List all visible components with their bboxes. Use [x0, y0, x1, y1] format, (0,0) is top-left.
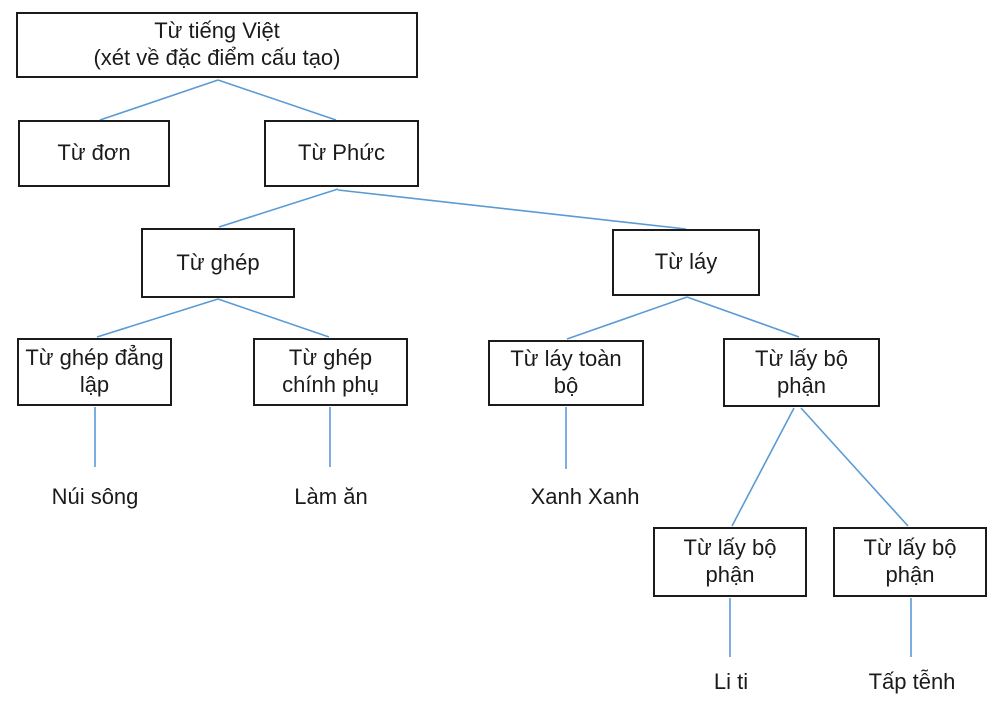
node-tu-lay-bo-phan-3: Từ lấy bộ phận	[833, 527, 987, 597]
node-label: Từ ghép	[176, 249, 260, 275]
node-root-sublabel: (xét về đặc điểm cấu tạo)	[93, 45, 341, 70]
node-label: Từ lấy bộ phận	[863, 535, 957, 587]
example-lam-an: Làm ăn	[294, 484, 368, 509]
node-label: Từ láy	[654, 249, 718, 275]
example-tap-tenh: Tấp tễnh	[868, 669, 956, 694]
example-li-ti: Li ti	[713, 669, 749, 694]
edge-tu-ghep-dang-lap	[96, 298, 219, 338]
node-tu-lay-bo-phan-2: Từ lấy bộ phận	[653, 527, 807, 597]
node-tu-lay-toan-bo: Từ láy toàn bộ	[488, 340, 644, 406]
node-root: Từ tiếng Việt (xét về đặc điểm cấu tạo)	[16, 12, 418, 78]
node-tu-ghep-dang-lap: Từ ghép đẳng lập	[17, 338, 172, 406]
edge-tu-phuc-tu-lay	[337, 189, 687, 230]
example-xanh-xanh: Xanh Xanh	[530, 484, 640, 509]
node-label: Từ lấy bộ phận	[683, 535, 777, 587]
edge-root-tu-phuc	[217, 79, 337, 121]
node-label: Từ láy toàn bộ	[510, 346, 622, 398]
edge-root-tu-don	[99, 79, 219, 121]
edge-tu-lay-bo-phan	[686, 296, 800, 338]
example-nui-song: Núi sông	[51, 484, 139, 509]
edge-bo-phan-bo-phan-2	[731, 407, 795, 527]
node-label: Từ đơn	[57, 140, 131, 166]
node-tu-ghep-chinh-phu: Từ ghép chính phụ	[253, 338, 408, 406]
edge-tu-phuc-tu-ghep	[218, 188, 339, 228]
node-root-label: Từ tiếng Việt	[154, 18, 280, 44]
node-label: Từ ghép chính phụ	[282, 345, 379, 397]
node-tu-lay: Từ láy	[612, 229, 760, 296]
node-tu-don: Từ đơn	[18, 120, 170, 187]
edge-tu-ghep-chinh-phu	[217, 298, 330, 338]
node-label: Từ Phức	[298, 140, 385, 166]
node-label: Từ lấy bộ phận	[755, 345, 848, 398]
edge-tu-lay-toan-bo	[566, 296, 688, 340]
node-tu-lay-bo-phan: Từ lấy bộ phận	[723, 338, 880, 407]
node-tu-phuc: Từ Phức	[264, 120, 419, 187]
edge-bo-phan-bo-phan-3	[800, 407, 909, 527]
node-tu-ghep: Từ ghép	[141, 228, 295, 298]
node-label: Từ ghép đẳng lập	[25, 345, 164, 397]
